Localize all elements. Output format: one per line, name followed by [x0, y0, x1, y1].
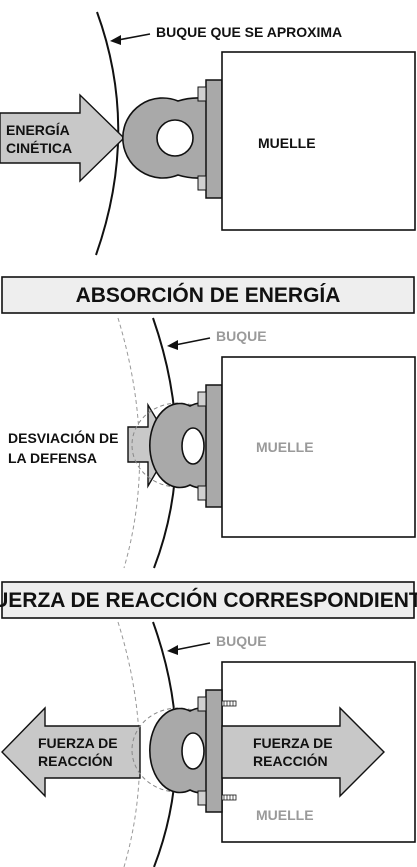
mounting-plate [205, 689, 223, 813]
banner-absorption-title: ABSORCIÓN DE ENERGÍA [76, 283, 341, 307]
deflection-label-line1: DESVIACIÓN DE [8, 429, 118, 446]
reaction-force-right-line1: FUERZA DE [253, 735, 333, 751]
kinetic-energy-label-line2: CINÉTICA [6, 140, 72, 156]
reaction-force-arrow-right [221, 706, 385, 798]
fender-bore [156, 119, 194, 157]
fender-body-compressed [149, 402, 209, 489]
mounting-plate [205, 79, 223, 199]
dock-label: MUELLE [256, 439, 314, 455]
reaction-force-left-line2: REACCIÓN [38, 752, 113, 769]
fender-bore [181, 732, 205, 770]
fender-body-compressed [149, 707, 209, 794]
banner-reaction [1, 581, 415, 619]
reaction-force-right-line2: REACCIÓN [253, 752, 328, 769]
panel-absorption: ABSORCIÓN DE ENERGÍA BUQUE DESVIACIÓN DE… [1, 276, 416, 569]
ship-pointer-line [174, 337, 211, 346]
mounting-plate [205, 384, 223, 508]
kinetic-energy-label-line1: ENERGÍA [6, 122, 70, 138]
dock [221, 356, 416, 538]
deflection-label-line2: LA DEFENSA [8, 450, 97, 466]
kinetic-energy-arrow [0, 93, 126, 183]
ship-pointer-arrowhead [167, 340, 178, 350]
ship-pointer-arrowhead [167, 645, 178, 655]
reaction-force-left-line1: FUERZA DE [38, 735, 118, 751]
ship-label: BUQUE QUE SE APROXIMA [156, 24, 342, 40]
dock [221, 51, 416, 231]
ship-label: BUQUE [216, 633, 267, 649]
dock-label: MUELLE [256, 807, 314, 823]
banner-reaction-title: FUERZA DE REACCIÓN CORRESPONDIENTE [0, 588, 417, 612]
panel-reaction: FUERZA DE REACCIÓN CORRESPONDIENTE BUQUE… [0, 581, 417, 867]
anchor-bolt-top [197, 696, 237, 712]
ship-label: BUQUE [216, 328, 267, 344]
dock-label: MUELLE [258, 135, 316, 151]
reaction-force-arrow-left [1, 706, 141, 798]
banner-absorption [1, 276, 415, 314]
ship-pointer-line [117, 33, 151, 41]
ship-pointer-line [174, 642, 211, 651]
panel-approach: BUQUE QUE SE APROXIMA ENERGÍA CINÉTICA M… [0, 11, 416, 256]
anchor-bolt-bottom [197, 790, 237, 806]
ship-pointer-arrowhead [110, 35, 121, 45]
fender-bore [181, 427, 205, 465]
